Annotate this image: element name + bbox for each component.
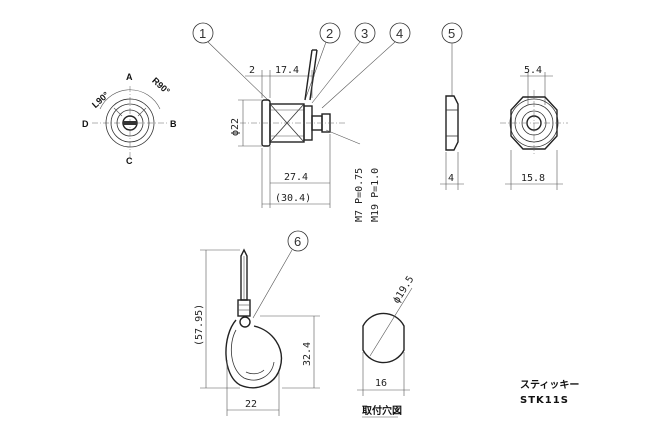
dim-5-4: 5.4 <box>524 65 542 76</box>
svg-text:4: 4 <box>396 26 403 41</box>
key-view: 6 (57.95) 32.4 22 <box>194 230 320 416</box>
dim-15-8: 15.8 <box>521 173 545 184</box>
label-d: D <box>82 119 89 129</box>
callout-6 <box>287 230 309 252</box>
dim-30-4: (30.4) <box>275 193 311 204</box>
dim-32-4: 32.4 <box>302 342 313 366</box>
svg-text:5: 5 <box>448 26 455 41</box>
label-a: A <box>126 72 133 82</box>
label-c: C <box>126 156 133 166</box>
product-name: スティッキー <box>520 379 579 391</box>
hole-title: 取付穴図 <box>362 404 402 417</box>
thread-m19: M19 P=1.0 <box>370 168 381 222</box>
dim-16: 16 <box>375 378 387 389</box>
dim-4: 4 <box>448 173 454 184</box>
model-number: STK11S <box>520 395 569 406</box>
rear-view: 5.4 15.8 <box>500 65 568 190</box>
dim-17-4: 17.4 <box>275 65 299 76</box>
side-view-lock: 1 2 3 4 2 17.4 <box>192 22 411 222</box>
dim-22: 22 <box>245 399 257 410</box>
title-block: スティッキー STK11S <box>520 379 579 406</box>
label-r90: R90° <box>150 75 172 96</box>
label-b: B <box>170 119 177 129</box>
dim-57-95: (57.95) <box>194 304 205 346</box>
dim-phi22: ϕ22 <box>230 118 241 136</box>
thread-m7: M7 P=0.75 <box>354 168 365 222</box>
svg-text:6: 6 <box>294 234 301 249</box>
front-view-rotation: A B C D L90° R90° <box>82 72 177 166</box>
dim-27-4: 27.4 <box>284 172 308 183</box>
svg-text:2: 2 <box>326 26 333 41</box>
callout-4 <box>389 22 411 44</box>
svg-text:3: 3 <box>361 26 368 41</box>
nut-side-view: 5 4 <box>440 22 464 190</box>
callout-2 <box>319 22 341 44</box>
callout-1 <box>192 22 214 44</box>
callout-3 <box>354 22 376 44</box>
svg-text:1: 1 <box>199 26 206 41</box>
dim-2: 2 <box>249 65 255 76</box>
label-l90: L90° <box>90 89 111 109</box>
mounting-hole-view: ϕ19.5 16 取付穴図 <box>357 274 416 418</box>
